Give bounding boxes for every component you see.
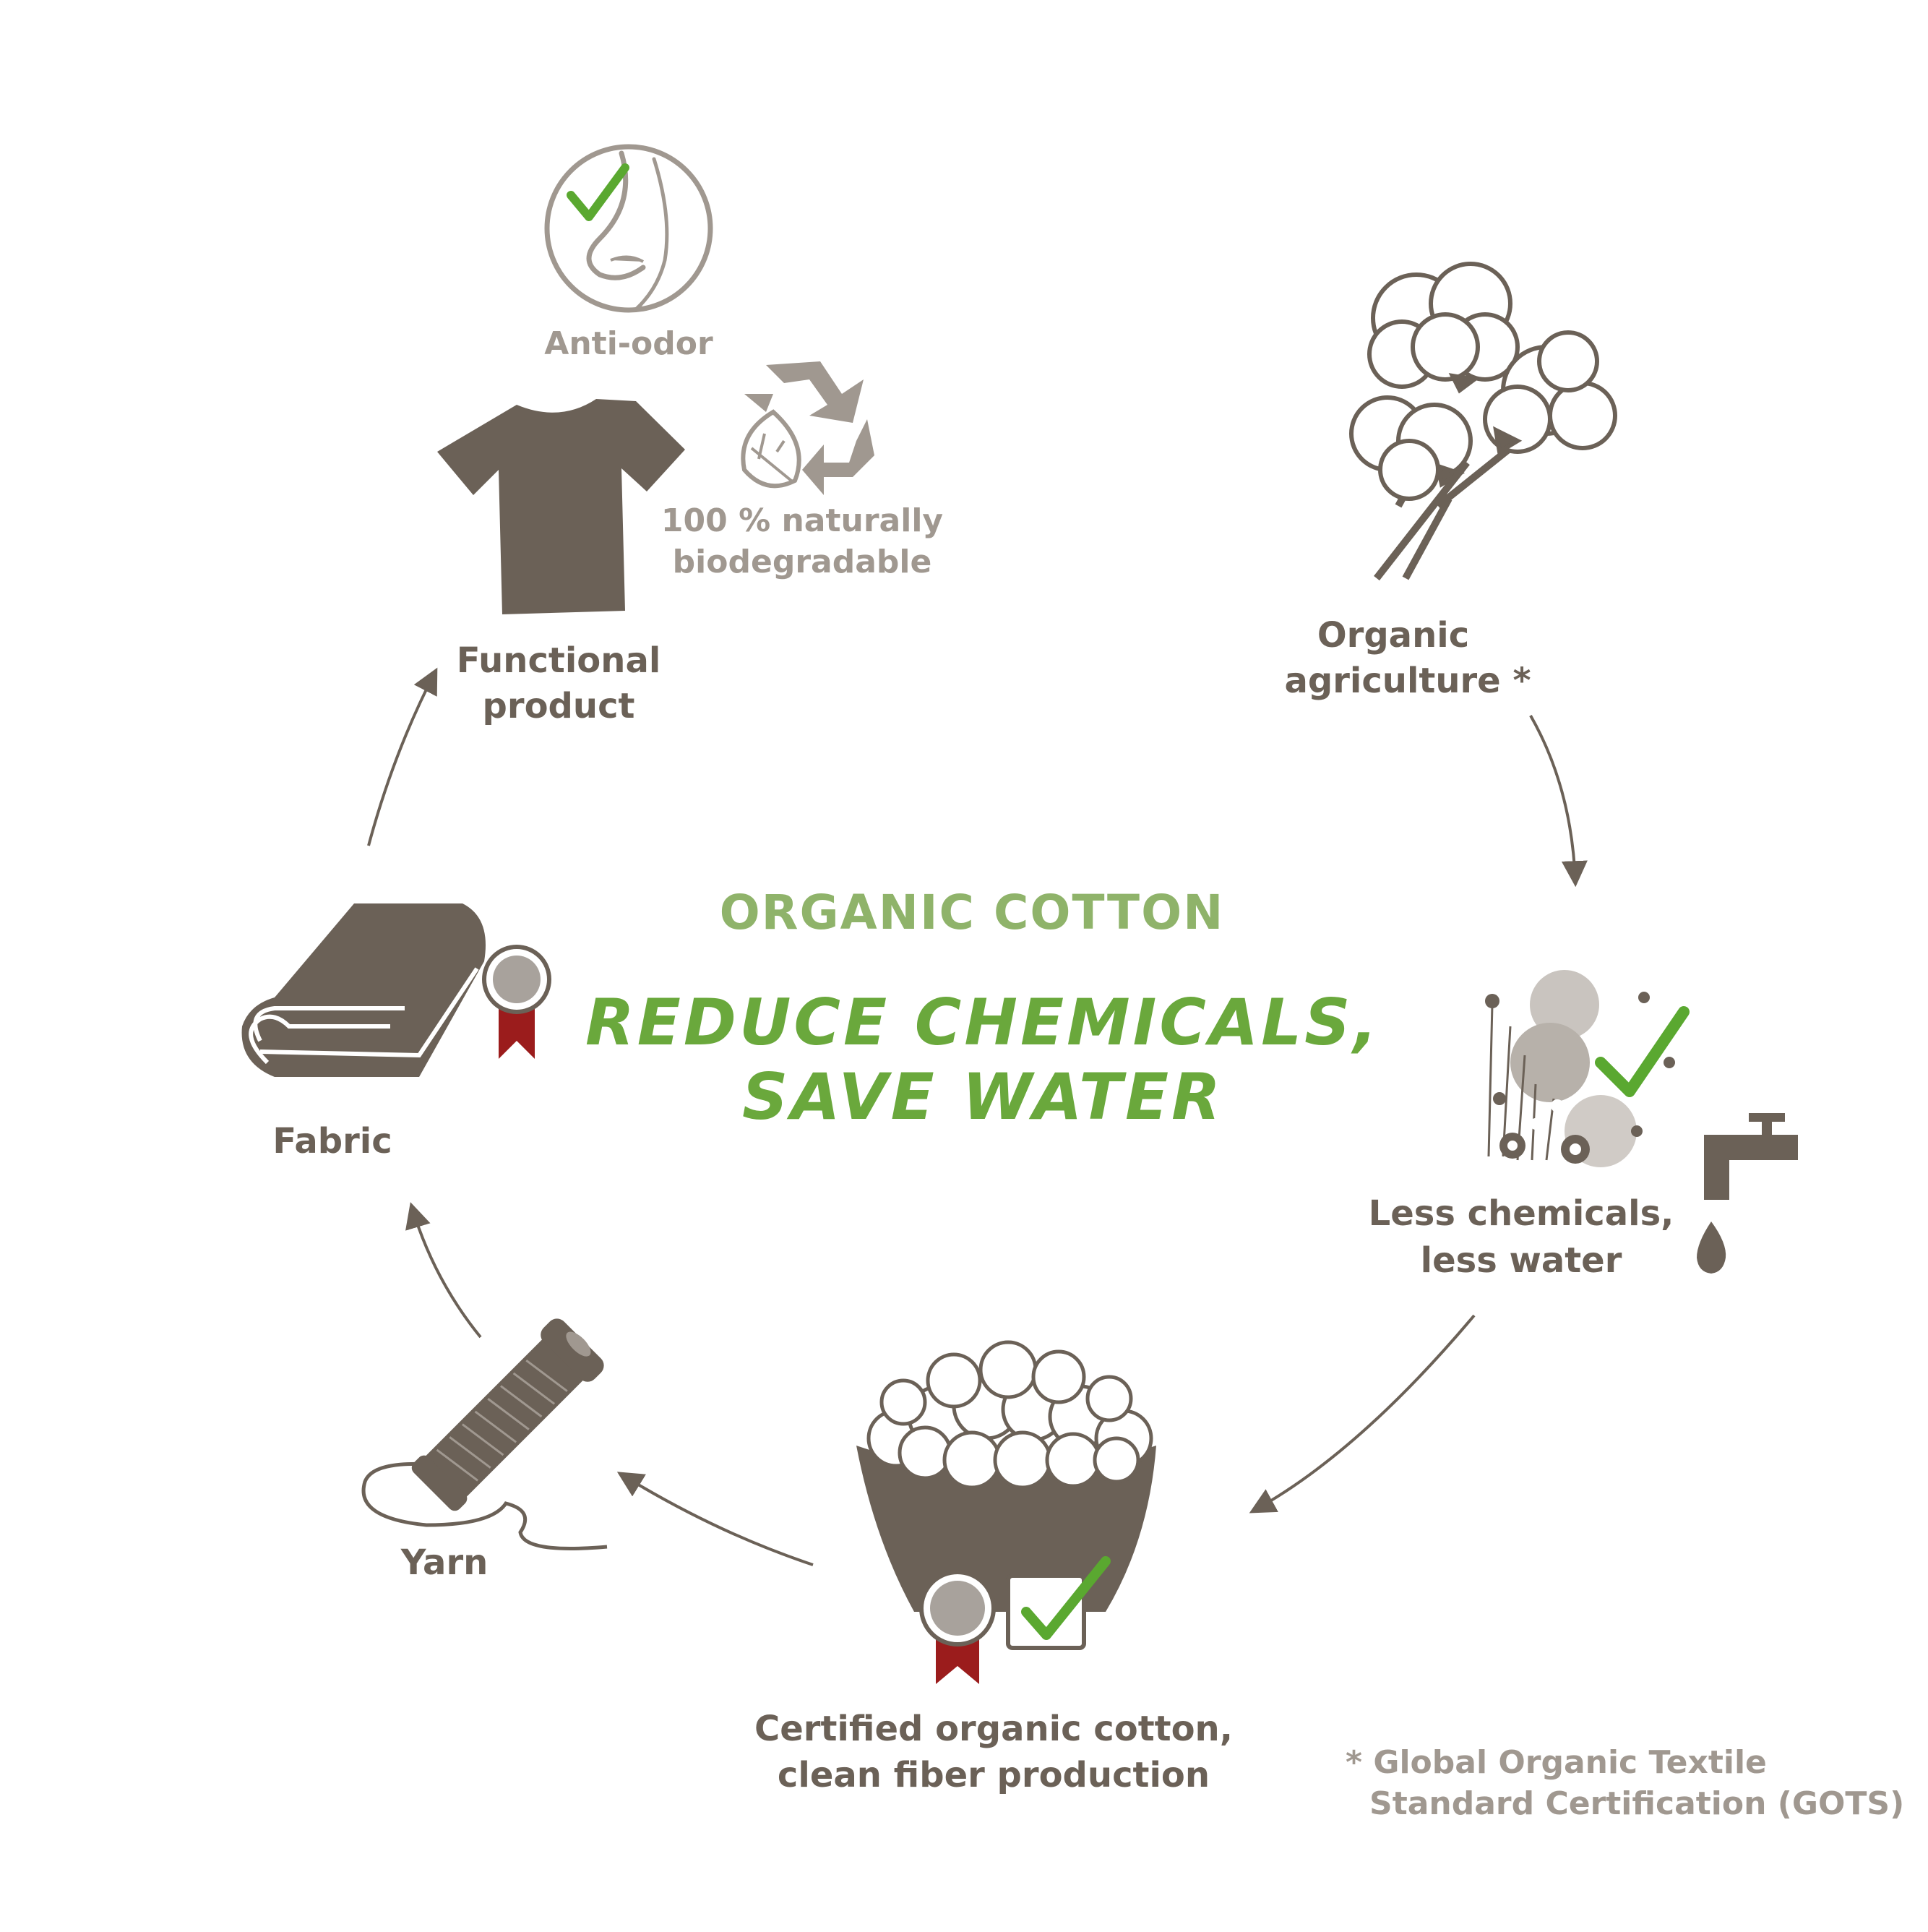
center-tagline-line1: REDUCE CHEMICALS,	[585, 985, 1380, 1060]
functional-product-label-line2: product	[483, 686, 635, 726]
organic-agriculture-label-line2: agriculture *	[1284, 661, 1531, 701]
certified-label-line1: Certified organic cotton,	[754, 1709, 1233, 1749]
less-chemicals-label-line1: Less chemicals,	[1369, 1193, 1674, 1234]
less-chemicals-flowers-icon	[1485, 970, 1690, 1167]
yarn-spool-icon	[361, 1318, 608, 1550]
organic-agriculture-label-line1: Organic	[1317, 615, 1469, 656]
footnote-line2: Standard Certification (GOTS)	[1369, 1785, 1904, 1822]
certified-checkbox-icon	[1006, 1556, 1111, 1650]
functional-product-label-line1: Functional	[457, 640, 661, 681]
cotton-plant-icon	[1349, 262, 1617, 581]
yarn-label: Yarn	[400, 1542, 489, 1583]
cycle-arrows	[367, 667, 1588, 1566]
certified-label-line2: clean fiber production	[778, 1755, 1210, 1795]
arrow-less-chemicals-to-certified	[1249, 1314, 1476, 1514]
certified-award-ribbon-icon	[919, 1570, 996, 1684]
water-drop-icon	[1697, 1222, 1726, 1274]
t-shirt-icon	[437, 399, 685, 614]
biodegradable-label-line2: biodegradable	[673, 544, 932, 580]
water-tap-icon	[1704, 1113, 1798, 1200]
arrow-fabric-to-functional	[367, 667, 438, 846]
anti-odor-nose-icon	[544, 144, 713, 313]
arrow-yarn-to-fabric	[405, 1202, 482, 1339]
center-tagline-line2: SAVE WATER	[742, 1060, 1223, 1134]
fabric-label: Fabric	[272, 1121, 392, 1162]
footnote-line1: * Global Organic Textile	[1346, 1744, 1767, 1781]
anti-odor-label: Anti-odor	[544, 325, 713, 362]
fabric-award-ribbon-icon	[482, 945, 551, 1059]
center-title: ORGANIC COTTON	[720, 885, 1225, 940]
biodegradable-label-line1: 100 % naturally	[661, 502, 943, 539]
arrow-agriculture-to-less-chemicals	[1529, 715, 1588, 888]
arrow-certified-to-yarn	[616, 1472, 814, 1566]
cotton-basket-icon	[856, 1340, 1156, 1612]
fabric-roll-icon	[241, 903, 486, 1077]
green-check-icon	[567, 163, 629, 221]
recycle-leaf-icon	[741, 361, 874, 495]
less-chemicals-label-line2: less water	[1421, 1240, 1622, 1281]
green-check-icon	[1595, 1006, 1690, 1097]
